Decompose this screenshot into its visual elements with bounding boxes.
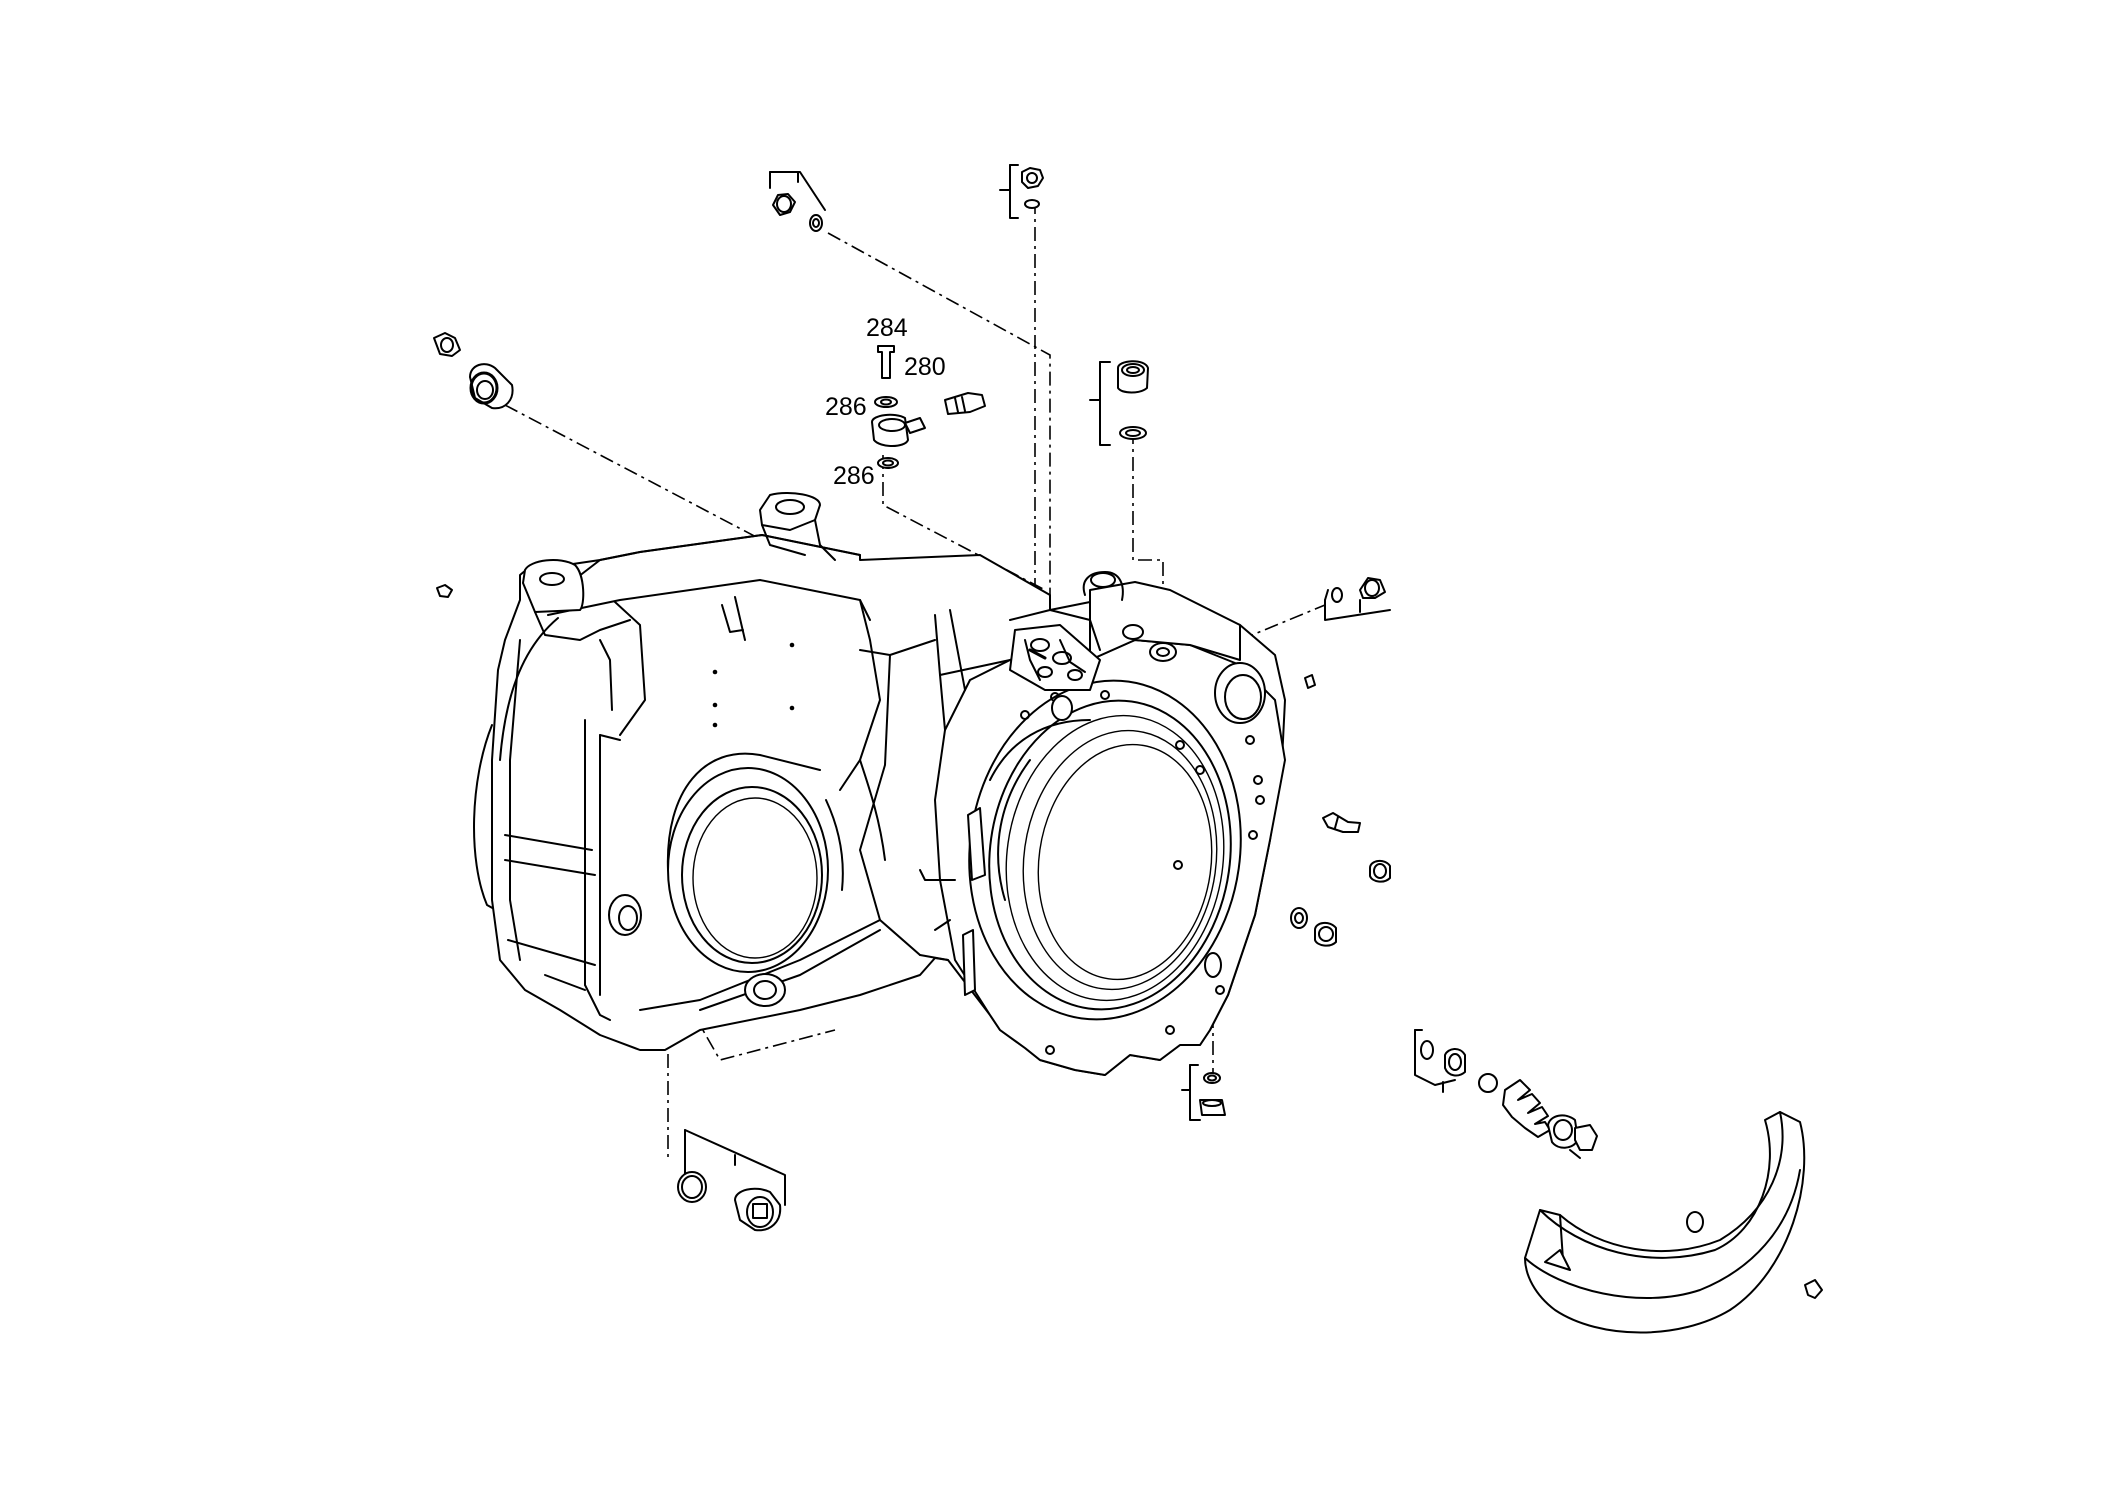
banjo-fitting-group [871,345,986,469]
plug-group-bottom-left [677,1129,786,1232]
housing-surface-dots [712,642,795,728]
callout-280: 280 [904,353,946,381]
transmission-housing [473,492,1286,1076]
plug-group-top-center [999,164,1044,219]
plug-group-top-left [769,171,826,232]
plug-group-upper-right [1089,360,1149,446]
ring-bolt-holes [1020,690,1265,1055]
callout-284: 284 [866,314,908,342]
breather-group-left [433,332,514,598]
valve-cluster [1009,624,1101,691]
curved-cover-shield [1524,1111,1823,1334]
callout-286-lower: 286 [833,462,875,490]
fittings-right [1290,812,1391,947]
callout-286-upper: 286 [825,393,867,421]
plug-group-right-side [1304,577,1391,689]
callout-labels: 284 280 286 286 [825,314,946,490]
plug-group-bottom-center [1181,1064,1226,1121]
valve-spring-group [1414,1029,1598,1159]
